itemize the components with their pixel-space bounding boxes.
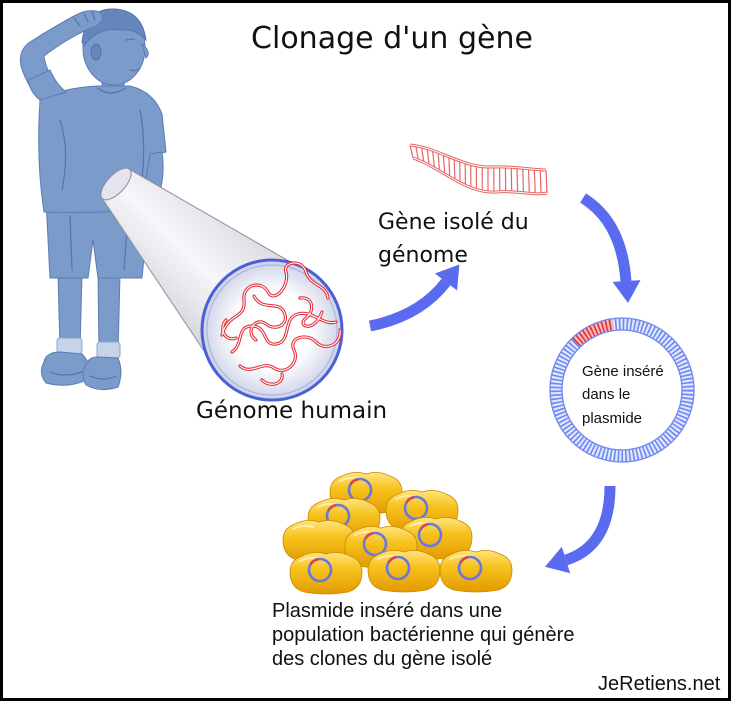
- bacterium-plasmid-gene: [405, 495, 415, 504]
- bacterium-plasmid-gene: [364, 531, 374, 540]
- genome-magnifier-circle: [200, 258, 344, 402]
- bacteria-caption-line-1: Plasmide inséré dans une: [272, 600, 502, 622]
- bacterium: [367, 550, 441, 593]
- arrow-plasmid-to-bacteria: [545, 485, 616, 574]
- gene-rung: [426, 148, 430, 166]
- arrow-genome-to-gene: [368, 264, 460, 332]
- plasmid-label-line-2: dans le: [582, 386, 630, 403]
- gene-rung: [437, 152, 441, 172]
- bacterium-plasmid: [385, 555, 411, 581]
- magnifier-origin: [100, 167, 132, 201]
- boy-nose: [141, 42, 149, 59]
- gene-rail-bottom: [412, 156, 548, 196]
- gene-label-line-1: Gène isolé du: [378, 210, 529, 235]
- plasmid-label-line-1: Gène inséré: [582, 363, 664, 380]
- gene-rung: [539, 169, 542, 194]
- gene-label-line-2: génome: [378, 243, 468, 268]
- bacterium-plasmid: [417, 522, 443, 548]
- bacterium-plasmid-gene: [309, 557, 319, 566]
- genome-label: Génome humain: [196, 398, 387, 424]
- genome-magnifier-inner-ring: [206, 264, 338, 396]
- isolated-gene-ladder: [409, 143, 548, 196]
- boy-left-shoe: [40, 351, 90, 386]
- gene-rung: [510, 167, 513, 192]
- bacterium-plasmid-gene: [387, 555, 397, 564]
- boy-left-sleeve: [27, 69, 68, 101]
- bacterium-plasmid-gene: [349, 477, 359, 486]
- gene-rung: [545, 169, 548, 194]
- plasmid-label-line-3: plasmide: [582, 410, 642, 427]
- bacterium-plasmid-gene: [327, 503, 337, 512]
- gene-rung: [522, 168, 524, 193]
- bacterium-plasmid-gene: [459, 555, 469, 564]
- gene-rung: [453, 158, 456, 180]
- gene-rung: [528, 168, 530, 194]
- boy-right-sock: [96, 341, 121, 359]
- bacterium-plasmid-gene: [419, 522, 429, 531]
- bacterium: [289, 552, 363, 595]
- bacteria-caption-line-2: population bactérienne qui génère: [272, 624, 574, 646]
- gene-rung: [409, 144, 414, 159]
- arrow-gene-to-plasmid: [579, 193, 641, 303]
- bacterium-plasmid: [307, 557, 333, 583]
- gene-rungs: [409, 144, 548, 194]
- watermark: JeRetiens.net: [598, 673, 721, 695]
- bacterium-plasmid: [457, 555, 483, 581]
- gene-rung: [432, 150, 435, 169]
- bacterium: [399, 517, 473, 560]
- plasmid-ring: [549, 317, 695, 463]
- gene-rung: [420, 146, 425, 163]
- bacterium-plasmid: [362, 531, 388, 557]
- bacterium: [439, 550, 513, 593]
- bacteria-caption-line-3: des clones du gène isolé: [272, 648, 492, 670]
- diagram-title: Clonage d'un gène: [251, 21, 533, 56]
- boy-ear: [90, 43, 102, 61]
- gene-rung: [442, 154, 446, 175]
- gene-rung: [448, 156, 451, 178]
- gene-rung: [415, 145, 420, 161]
- bacteria-colony: [282, 472, 513, 595]
- boy-right-shoe: [82, 356, 122, 391]
- gene-rung: [516, 167, 519, 193]
- gene-rung: [533, 169, 536, 194]
